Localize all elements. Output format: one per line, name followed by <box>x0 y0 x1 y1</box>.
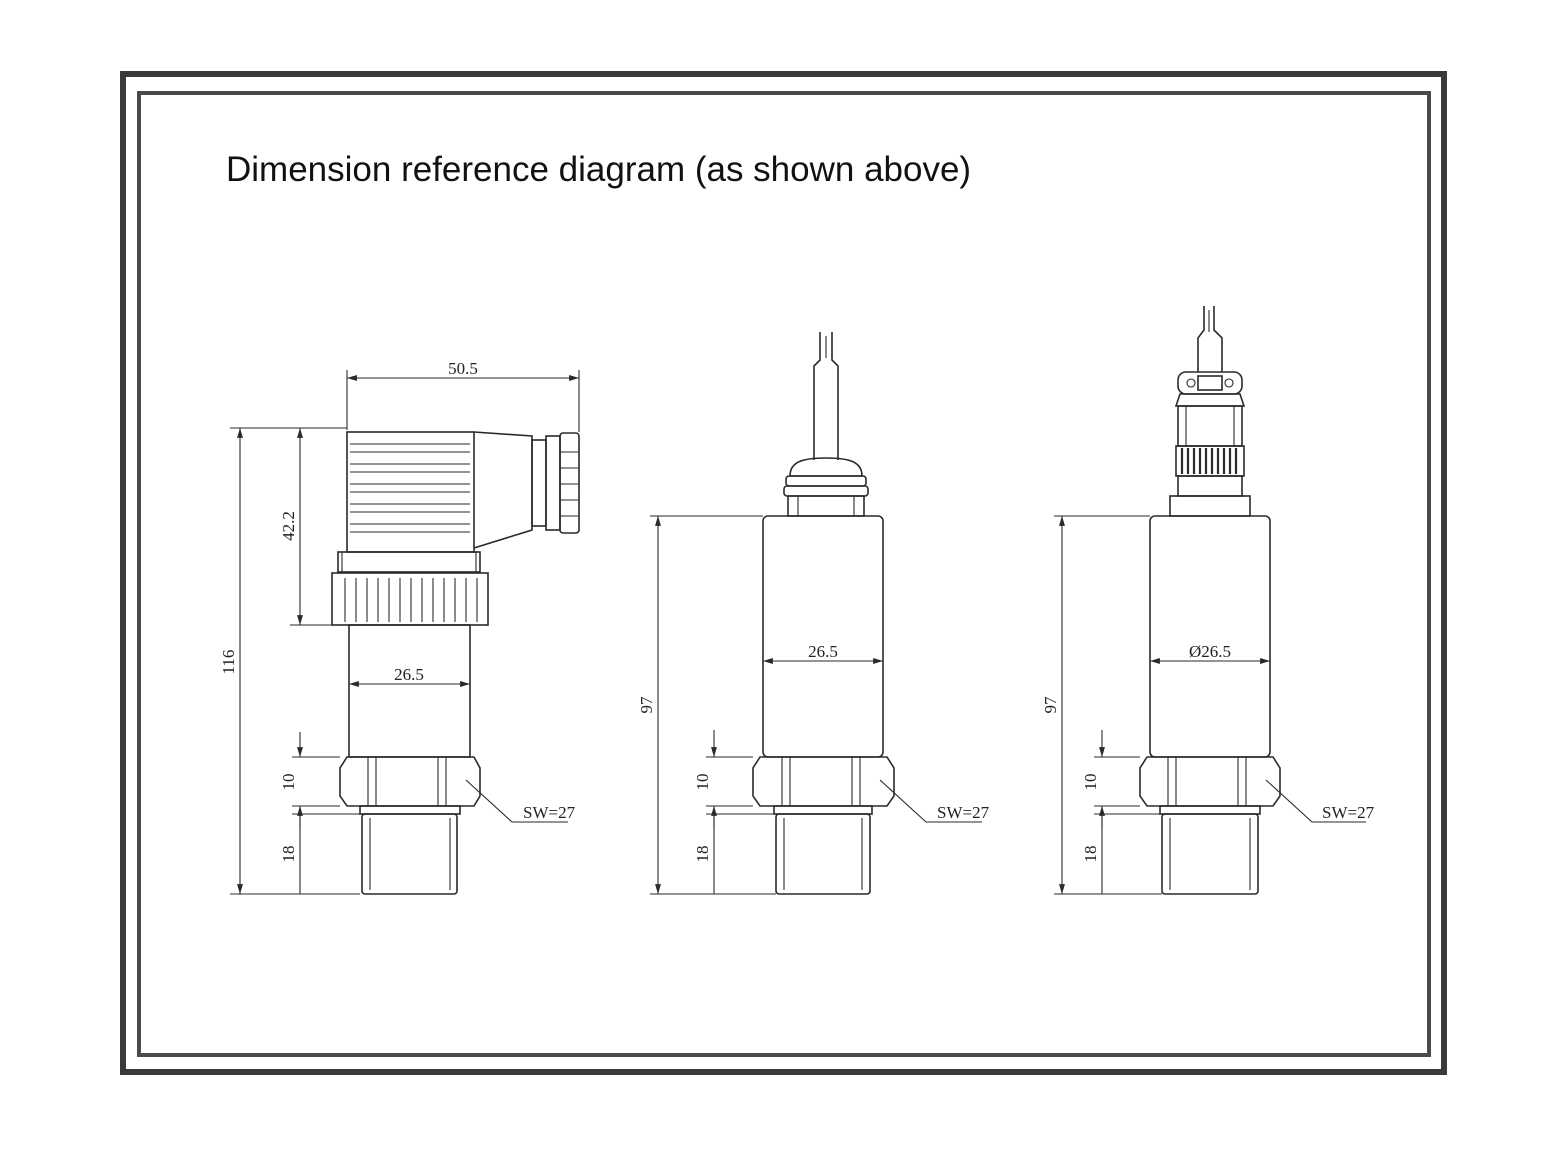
connector-side-body <box>473 431 533 549</box>
thread <box>361 813 458 895</box>
dim-total-height: 97 <box>637 696 656 714</box>
connector-fins <box>350 443 470 533</box>
thread <box>1161 813 1259 895</box>
inner-frame <box>137 91 1431 1057</box>
knurled-nut <box>331 572 489 626</box>
dim-thread-height: 18 <box>693 846 712 863</box>
dim-wrench: SW=27 <box>937 803 990 822</box>
cable <box>1197 306 1205 372</box>
view-cable-gland: 97 26.5 10 18 SW=27 <box>637 332 990 895</box>
cable <box>813 332 821 460</box>
plug-grip <box>1175 445 1245 477</box>
grip-lines <box>1180 448 1238 474</box>
view-din-connector: 50.5 42.2 116 26.5 10 18 SW=27 <box>219 359 580 895</box>
connector-band <box>337 551 481 573</box>
dim-hex-height: 10 <box>693 774 712 791</box>
dim-hex-height: 10 <box>1081 774 1100 791</box>
knurl-lines <box>344 578 478 622</box>
sensor-body <box>1149 515 1271 758</box>
plug-top <box>1174 393 1246 407</box>
sensor-body <box>348 624 471 758</box>
sensor-body <box>762 515 884 758</box>
view-aviation-plug: 97 Ø26.5 10 18 SW=27 <box>1041 306 1375 895</box>
dim-body-dia: 26.5 <box>394 665 424 684</box>
thread <box>775 813 871 895</box>
dim-total-height: 116 <box>219 650 238 675</box>
dim-wrench: SW=27 <box>523 803 576 822</box>
dim-thread-height: 18 <box>1081 846 1100 863</box>
hex-nut <box>752 756 895 807</box>
hex-nut <box>1139 756 1281 807</box>
dim-thread-height: 18 <box>279 846 298 863</box>
dim-hex-height: 10 <box>279 774 298 791</box>
dim-connector-height: 42.2 <box>279 511 298 541</box>
dim-wrench: SW=27 <box>1322 803 1375 822</box>
dim-body-dia: 26.5 <box>808 642 838 661</box>
hex-nut <box>339 756 481 807</box>
dim-body-dia: Ø26.5 <box>1189 642 1231 661</box>
dim-total-height: 97 <box>1041 696 1060 714</box>
outer-frame <box>120 71 1447 1075</box>
diagram-title: Dimension reference diagram (as shown ab… <box>226 150 972 189</box>
gland-cap <box>789 457 863 477</box>
dim-top-width: 50.5 <box>448 359 478 378</box>
